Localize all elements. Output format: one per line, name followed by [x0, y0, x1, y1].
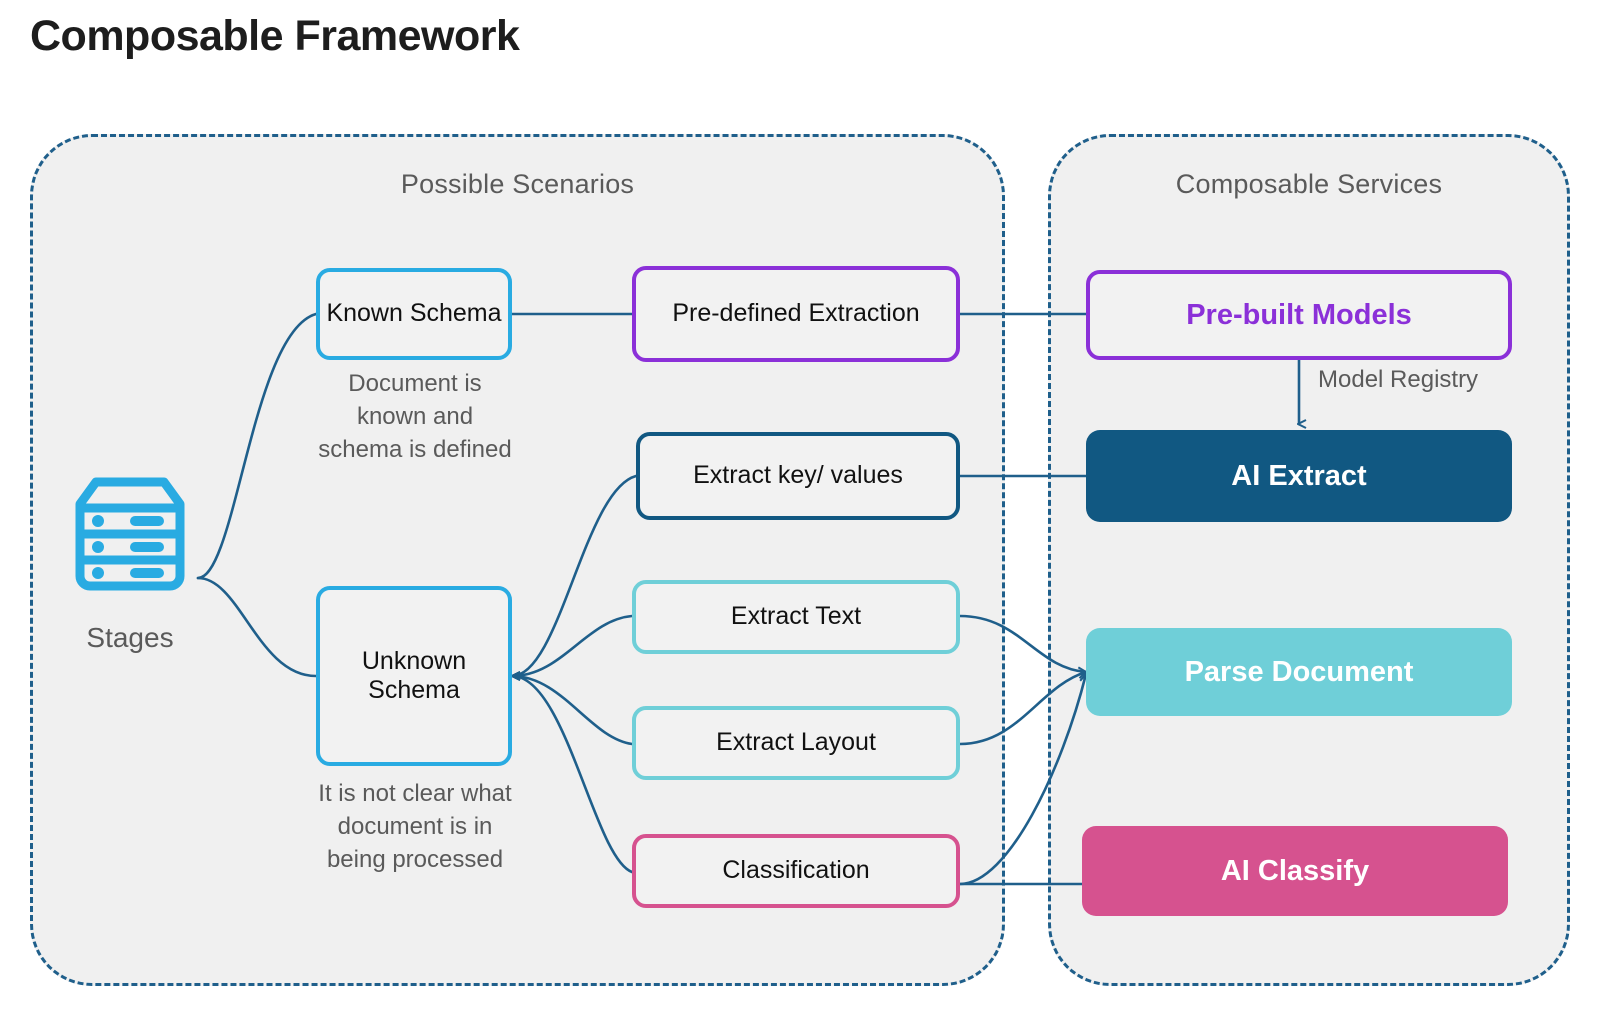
node-pre-built-models[interactable]: Pre-built Models — [1086, 270, 1512, 360]
node-ai-classify[interactable]: AI Classify — [1082, 826, 1508, 916]
node-extract-key-values[interactable]: Extract key/ values — [636, 432, 960, 520]
node-unknown-schema[interactable]: Unknown Schema — [316, 586, 512, 766]
caption-unknown-schema: It is not clear what document is in bein… — [318, 780, 512, 873]
node-extract-layout[interactable]: Extract Layout — [632, 706, 960, 780]
group-title-composable-services: Composable Services — [1175, 169, 1443, 199]
node-classification[interactable]: Classification — [632, 834, 960, 908]
group-title-possible-scenarios: Possible Scenarios — [400, 169, 635, 199]
stages-label: Stages — [86, 622, 174, 653]
caption-known-schema: Document is known and schema is defined — [318, 370, 512, 463]
node-pre-defined-extraction[interactable]: Pre-defined Extraction — [632, 266, 960, 362]
edge-label-model-registry: Model Registry — [1318, 366, 1479, 393]
server-stack-icon — [75, 477, 185, 591]
node-parse-document[interactable]: Parse Document — [1086, 628, 1512, 716]
page-title: Composable Framework — [30, 12, 520, 60]
node-known-schema[interactable]: Known Schema — [316, 268, 512, 360]
node-extract-text[interactable]: Extract Text — [632, 580, 960, 654]
node-ai-extract[interactable]: AI Extract — [1086, 430, 1512, 522]
